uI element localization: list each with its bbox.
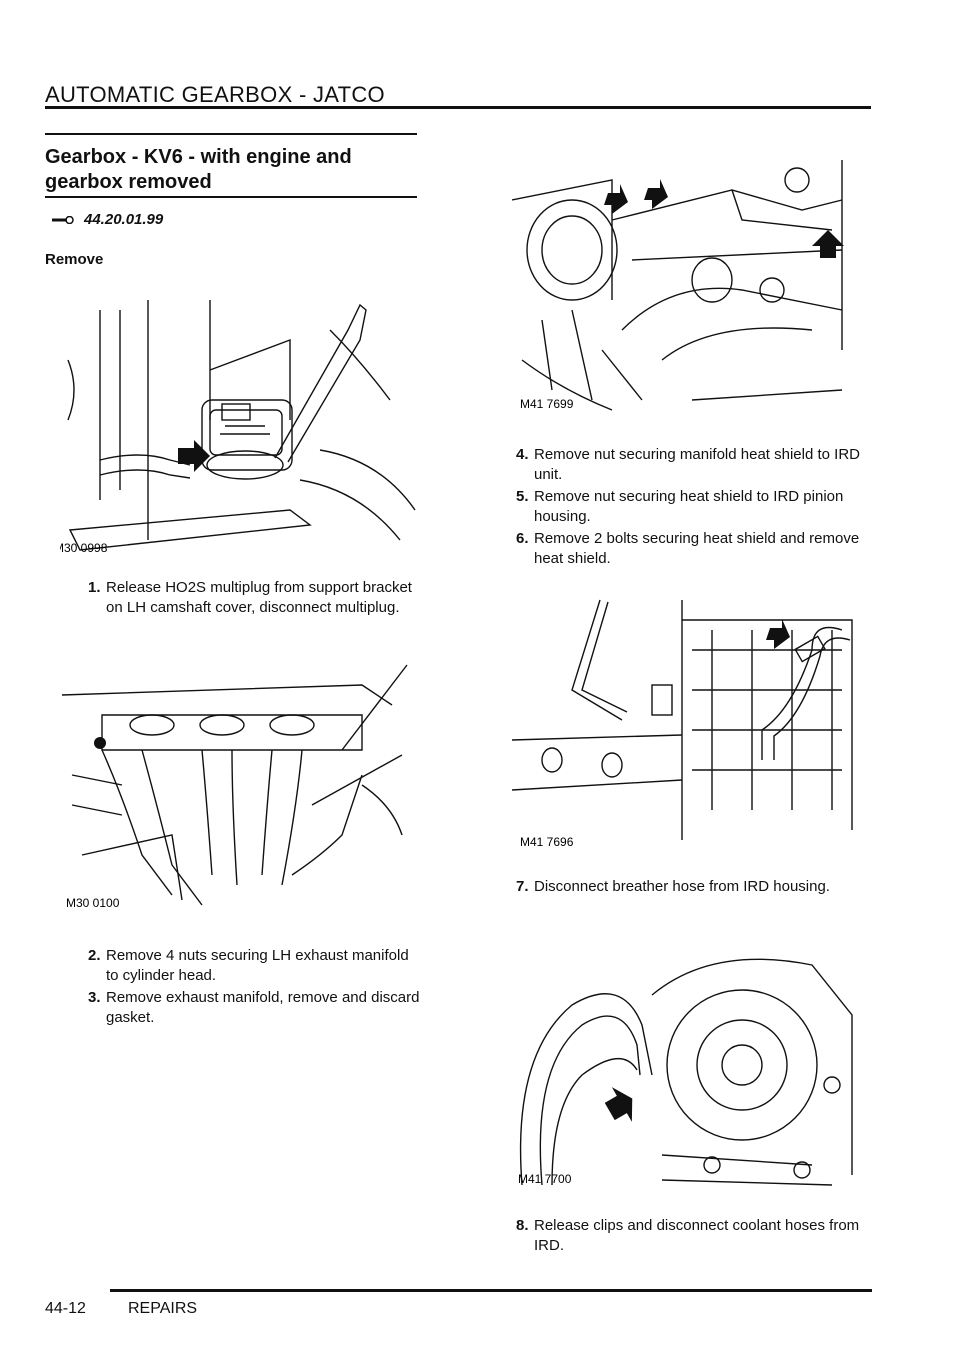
footer-rule [110, 1289, 872, 1292]
figure-label: M30 0998 [60, 541, 108, 555]
step-text: Release HO2S multiplug from support brac… [106, 579, 412, 616]
step-number: 2. [88, 947, 101, 964]
step-text: Release clips and disconnect coolant hos… [534, 1217, 860, 1254]
step-number: 5. [516, 488, 529, 505]
figure-ho2s-multiplug: M30 0998 [54, 300, 418, 562]
operation-code: 44.20.01.99 [52, 211, 163, 228]
figure-label: M41 7696 [520, 835, 574, 849]
step-number: 8. [516, 1217, 529, 1234]
step-2: 2. Remove 4 nuts securing LH exhaust man… [88, 946, 423, 986]
step-text: Remove exhaust manifold, remove and disc… [106, 989, 420, 1026]
step-3: 3. Remove exhaust manifold, remove and d… [88, 988, 423, 1028]
step-6: 6. Remove 2 bolts securing heat shield a… [516, 529, 876, 569]
step-1: 1. Release HO2S multiplug from support b… [88, 578, 423, 618]
section-title-rule-bottom [45, 196, 417, 198]
illustration-breather-hose: M41 7696 [511, 599, 853, 849]
step-text: Remove 4 nuts securing LH exhaust manifo… [106, 947, 409, 984]
step-7: 7. Disconnect breather hose from IRD hou… [516, 877, 876, 897]
page-number: 44-12 [45, 1300, 86, 1317]
illustration-heat-shield: M41 7699 [511, 160, 844, 411]
step-text: Remove 2 bolts securing heat shield and … [534, 530, 860, 567]
header-rule [45, 106, 871, 109]
figure-exhaust-manifold: M30 0100 [61, 655, 418, 915]
step-text: Remove nut securing heat shield to IRD p… [534, 488, 844, 525]
step-number: 3. [88, 989, 101, 1006]
illustration-multiplug: M30 0998 [54, 300, 416, 555]
step-8: 8. Release clips and disconnect coolant … [516, 1216, 876, 1256]
step-5: 5. Remove nut securing heat shield to IR… [516, 487, 876, 527]
step-number: 7. [516, 878, 529, 895]
subheading-remove: Remove [45, 251, 104, 268]
illustration-exhaust-manifold: M30 0100 [61, 664, 408, 910]
step-number: 1. [88, 579, 101, 596]
step-number: 4. [516, 446, 529, 463]
wrench-icon [52, 215, 74, 224]
figure-label: M41 7699 [520, 397, 574, 411]
page-title: AUTOMATIC GEARBOX - JATCO [45, 82, 385, 107]
step-4: 4. Remove nut securing manifold heat shi… [516, 445, 876, 485]
footer-section: REPAIRS [128, 1300, 198, 1317]
step-number: 6. [516, 530, 529, 547]
section-title: Gearbox - KV6 - with engine and gearbox … [45, 146, 352, 193]
figure-label: M41 7700 [518, 1172, 572, 1186]
figure-breather-hose: M41 7696 [511, 590, 860, 850]
step-text: Disconnect breather hose from IRD housin… [534, 878, 830, 895]
figure-heat-shield: M41 7699 [511, 160, 852, 415]
illustration-coolant-hoses: M41 7700 [518, 958, 853, 1186]
figure-coolant-hoses: M41 7700 [512, 935, 862, 1190]
step-text: Remove nut securing manifold heat shield… [534, 446, 861, 483]
figure-label: M30 0100 [66, 896, 120, 910]
operation-code-text: 44.20.01.99 [84, 211, 164, 228]
section-title-rule-top [45, 133, 417, 135]
